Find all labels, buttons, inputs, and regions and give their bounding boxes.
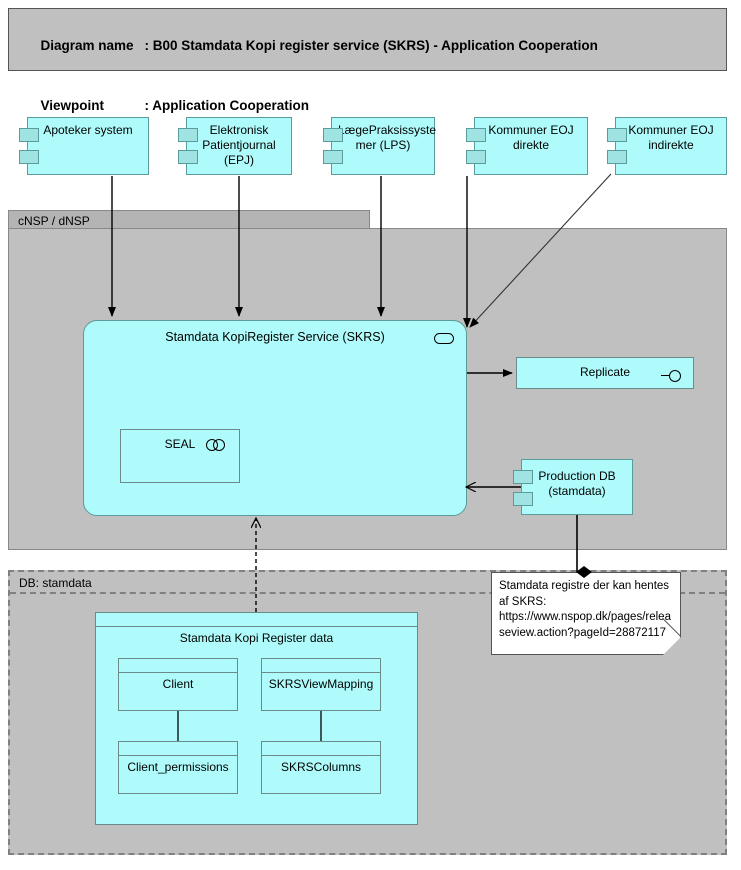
interface-lollipop-icon	[661, 370, 683, 382]
component-apoteker-system[interactable]: Apoteker system	[19, 117, 149, 175]
component-kommuner-eoj-direkte[interactable]: Kommuner EOJ direkte	[466, 117, 588, 175]
component-production-db-stamdata[interactable]: Production DB (stamdata)	[513, 459, 633, 515]
diagram-title-box: Diagram name : B00 Stamdata Kopi register…	[8, 8, 727, 113]
diagram-name-value: : B00 Stamdata Kopi register service (SK…	[144, 38, 598, 53]
component-tab-upper	[19, 128, 39, 142]
service-stamdata-kopiregister-skrs[interactable]: Stamdata KopiRegister Service (SKRS) SEA…	[83, 320, 467, 516]
application-collaboration-icon	[206, 439, 225, 451]
application-service-icon	[434, 333, 454, 344]
component-tab-lower	[323, 150, 343, 164]
data-object-top-bar	[119, 672, 237, 673]
group-db-header-divider	[10, 592, 725, 594]
service-label: Stamdata KopiRegister Service (SKRS)	[165, 330, 385, 344]
group-tab-db-stamdata: DB: stamdata	[19, 576, 92, 590]
data-object-label: Stamdata Kopi Register data	[179, 631, 334, 645]
data-object-top-bar	[119, 755, 237, 756]
component-kommuner-eoj-indirekte[interactable]: Kommuner EOJ indirekte	[607, 117, 727, 175]
viewpoint-label: Viewpoint	[40, 98, 105, 113]
component-label: Production DB (stamdata)	[538, 469, 616, 498]
data-object-label: Client_permissions	[127, 760, 229, 774]
annotation-note-skrs-registre: Stamdata registre der kan hentes af SKRS…	[491, 572, 681, 655]
diagram-name-label: Diagram name	[40, 38, 134, 53]
component-elektronisk-patientjournal-epj[interactable]: Elektronisk Patientjournal (EPJ)	[178, 117, 292, 175]
component-label: Apoteker system	[43, 123, 133, 137]
component-label: LægePraksissyste mer (LPS)	[338, 123, 437, 152]
component-tab-lower	[513, 492, 533, 506]
component-label: Kommuner EOJ direkte	[488, 123, 574, 152]
component-laegepraksissystemer-lps[interactable]: LægePraksissyste mer (LPS)	[323, 117, 437, 175]
component-tab-lower	[178, 150, 198, 164]
data-object-client[interactable]: Client	[118, 658, 238, 711]
component-tab-upper	[513, 470, 533, 484]
note-text: Stamdata registre der kan hentes af SKRS…	[499, 580, 671, 639]
data-object-top-bar	[262, 672, 380, 673]
component-tab-lower	[19, 150, 39, 164]
element-replicate[interactable]: Replicate	[516, 357, 694, 389]
component-tab-upper	[178, 128, 198, 142]
viewpoint-line: Viewpoint : Application Cooperation	[18, 76, 726, 136]
component-label: Elektronisk Patientjournal (EPJ)	[202, 123, 276, 167]
data-object-label: SKRSColumns	[280, 760, 362, 774]
replicate-label: Replicate	[579, 365, 631, 379]
data-object-skrsviewmapping[interactable]: SKRSViewMapping	[261, 658, 381, 711]
diagram-name-line: Diagram name : B00 Stamdata Kopi register…	[18, 16, 726, 76]
data-object-top-bar	[262, 755, 380, 756]
data-object-client-permissions[interactable]: Client_permissions	[118, 741, 238, 794]
data-object-skrscolumns[interactable]: SKRSColumns	[261, 741, 381, 794]
seal-label: SEAL	[164, 437, 196, 451]
data-object-top-bar	[96, 626, 417, 627]
component-tab-lower	[607, 150, 627, 164]
group-tab-cnsp: cNSP / dNSP	[8, 210, 370, 229]
data-object-label: Client	[162, 677, 194, 691]
component-tab-upper	[323, 128, 343, 142]
component-tab-upper	[607, 128, 627, 142]
component-label: Kommuner EOJ indirekte	[628, 123, 714, 152]
component-tab-lower	[466, 150, 486, 164]
note-fold-corner	[663, 637, 681, 655]
component-tab-upper	[466, 128, 486, 142]
viewpoint-value: : Application Cooperation	[144, 98, 310, 113]
data-object-label: SKRSViewMapping	[268, 677, 374, 691]
element-seal[interactable]: SEAL	[120, 429, 240, 483]
